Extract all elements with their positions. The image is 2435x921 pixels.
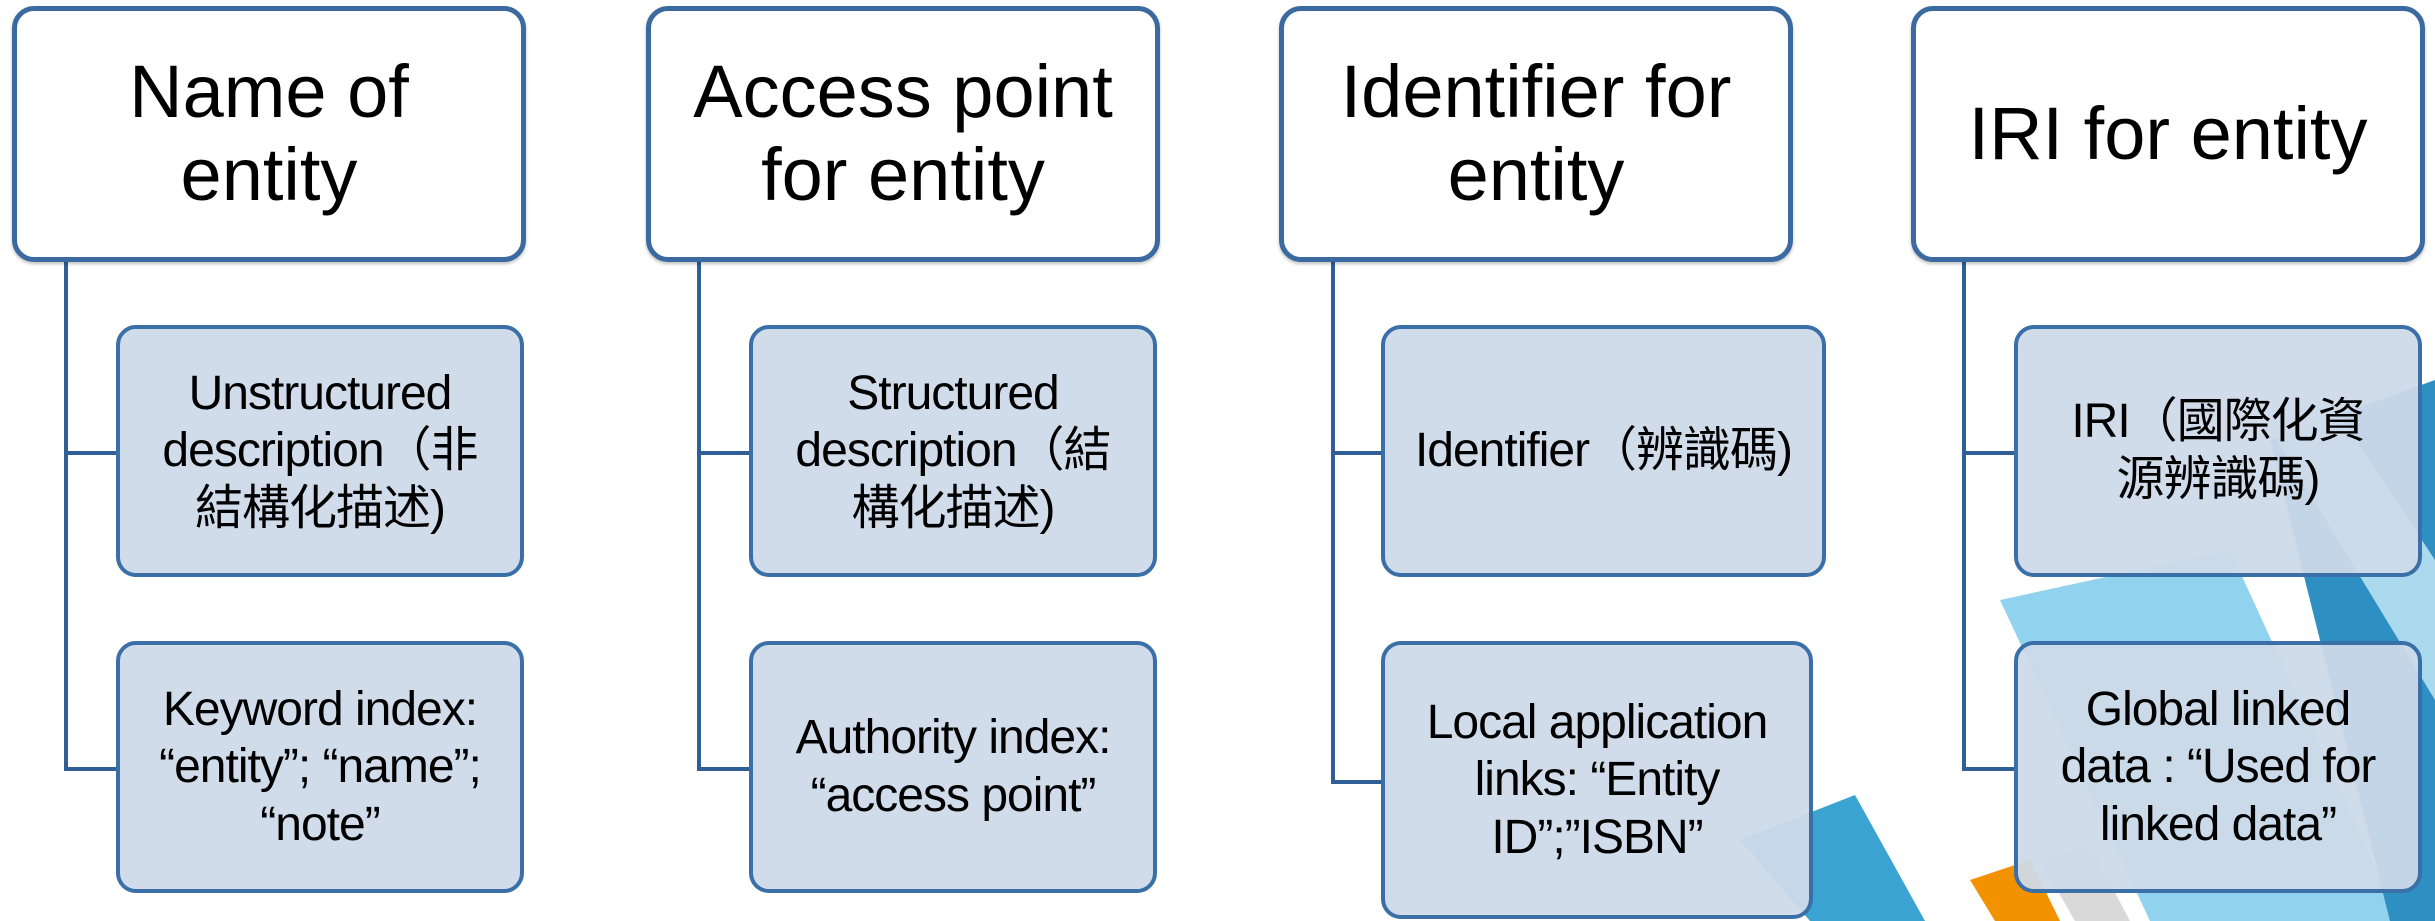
header-access-point: Access point for entity — [646, 6, 1160, 262]
connector-branch-1 — [64, 451, 118, 455]
connector-branch-1 — [1331, 451, 1385, 455]
header-identifier: Identifier for entity — [1279, 6, 1793, 262]
connector-vertical — [1962, 258, 1966, 771]
column-access-point: Access point for entity Structured descr… — [0, 0, 1200, 921]
connector-vertical — [64, 258, 68, 771]
connector-branch-2 — [64, 767, 118, 771]
box-local-application-links: Local application links: “Entity ID”;”IS… — [1381, 641, 1813, 919]
column-identifier: Identifier for entity Identifier（辨識碼) Lo… — [1279, 6, 1826, 919]
connector-branch-1 — [697, 451, 751, 455]
column-name-of-entity: Name of entity Unstructured description（… — [0, 0, 600, 921]
header-name-of-entity: Name of entity — [12, 6, 526, 262]
box-authority-index: Authority index: “access point” — [749, 641, 1157, 893]
box-unstructured-description: Unstructured description（非 結構化描述) — [116, 325, 524, 577]
header-iri: IRI for entity — [1911, 6, 2425, 262]
connector-branch-2 — [1331, 780, 1385, 784]
box-iri: IRI（國際化資 源辨識碼) — [2014, 325, 2422, 577]
connector-branch-1 — [1962, 451, 2016, 455]
box-keyword-index: Keyword index: “entity”; “name”; “note” — [116, 641, 524, 893]
box-global-linked-data: Global linked data : “Used for linked da… — [2014, 641, 2422, 893]
connector-vertical — [1331, 258, 1335, 784]
box-structured-description: Structured description（結 構化描述) — [749, 325, 1157, 577]
connector-branch-2 — [1962, 767, 2016, 771]
connector-branch-2 — [697, 767, 751, 771]
connector-vertical — [697, 258, 701, 771]
box-identifier: Identifier（辨識碼) — [1381, 325, 1826, 577]
